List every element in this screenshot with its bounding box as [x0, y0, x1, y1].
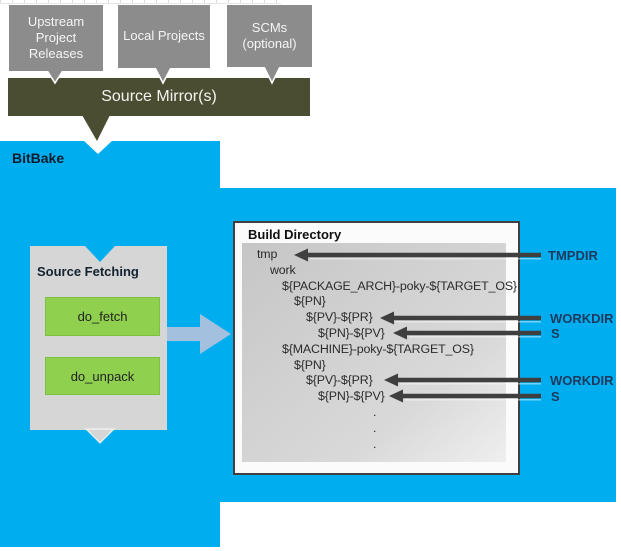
upstream-project-releases-box: Upstream Project Releases — [9, 5, 103, 71]
tree-row: ${PN}-${PV} — [318, 389, 385, 404]
source-mirrors-bar: Source Mirror(s) — [8, 78, 310, 116]
source-fetching-title: Source Fetching — [37, 264, 139, 279]
tree-row-ellipsis: . — [373, 436, 377, 451]
tree-row: ${PN}-${PV} — [318, 325, 385, 340]
tree-row: ${PV}-${PR} — [306, 373, 373, 388]
grid-ruler — [0, 0, 281, 4]
do-fetch-label: do_fetch — [77, 309, 128, 324]
scms-box: SCMs (optional) — [227, 5, 312, 67]
tree-row: ${PN} — [294, 294, 326, 309]
source-fetching-panel — [30, 246, 167, 430]
build-directory-inner-panel — [242, 243, 506, 462]
mirror-down-pointer — [82, 115, 110, 141]
do-unpack-task-box: do_unpack — [45, 357, 160, 395]
tree-row: ${MACHINE}-poky-${TARGET_OS} — [282, 341, 474, 356]
source-mirrors-label: Source Mirror(s) — [101, 88, 217, 105]
tree-row: ${PACKAGE_ARCH}-poky-${TARGET_OS} — [282, 278, 517, 293]
do-unpack-label: do_unpack — [70, 368, 135, 384]
workdir-label: WORKDIR — [550, 311, 614, 326]
local-projects-label: Local Projects — [123, 28, 205, 44]
tree-row: ${PV}-${PR} — [306, 310, 373, 325]
tree-row-ellipsis: . — [373, 420, 377, 435]
s-label: S — [551, 389, 560, 404]
local-projects-box: Local Projects — [118, 5, 210, 68]
bitbake-label: BitBake — [12, 150, 65, 166]
upstream-project-releases-label: Upstream Project Releases — [27, 13, 85, 62]
do-fetch-task-box: do_fetch — [45, 297, 160, 336]
s-label: S — [551, 326, 560, 341]
tree-row: work — [270, 262, 296, 277]
tree-row: tmp — [257, 247, 278, 261]
directory-tree: tmp work ${PACKAGE_ARCH}-poky-${TARGET_O… — [242, 247, 517, 452]
tmpdir-label: TMPDIR — [548, 248, 598, 263]
scms-label: SCMs (optional) — [242, 19, 297, 51]
tree-row-ellipsis: . — [373, 404, 377, 419]
workdir-label: WORKDIR — [550, 373, 614, 388]
build-directory-title: Build Directory — [248, 227, 342, 242]
tree-row: ${PN} — [294, 357, 326, 372]
